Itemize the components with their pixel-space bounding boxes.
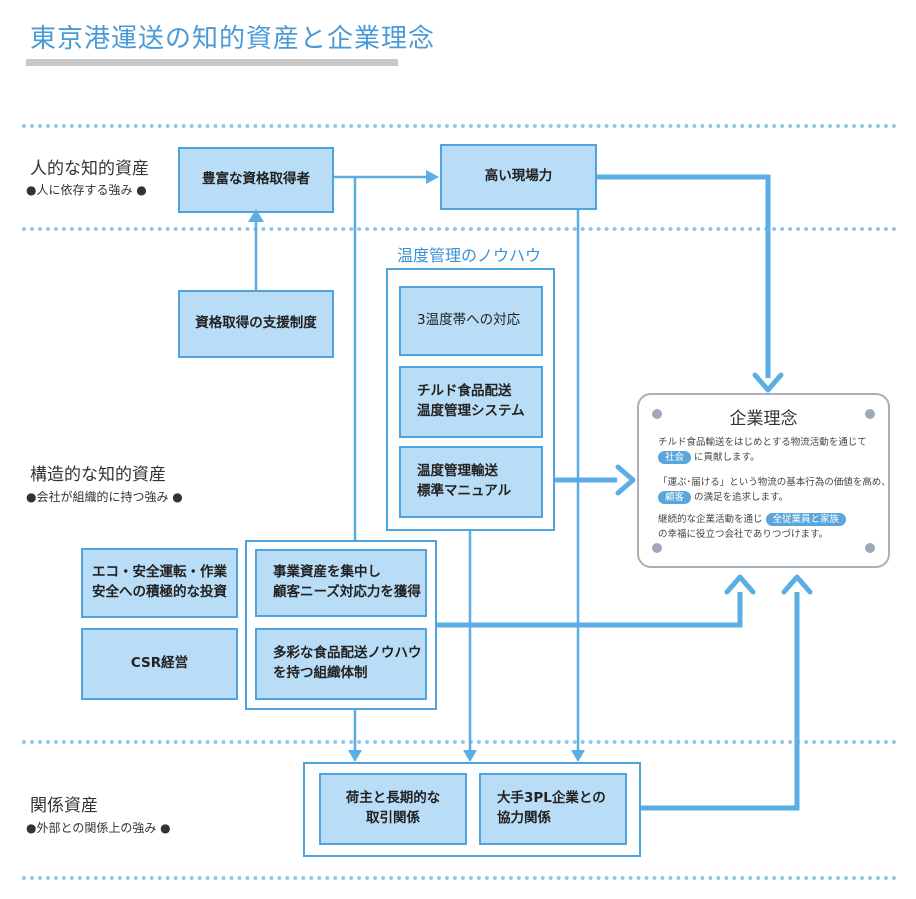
arrow-struct-to-philosophy <box>437 592 743 628</box>
philosophy-line: 「運ぶ･届ける」という物流の基本行為の価値を高め、 顧客 の満足を追求します。 <box>658 475 891 505</box>
pin-icon <box>865 409 875 419</box>
philosophy-title: 企業理念 <box>729 409 798 429</box>
arrowhead <box>426 170 439 184</box>
arrowhead <box>571 750 585 762</box>
box-label-line: 取引関係 <box>366 810 420 826</box>
section-subtitle-relational: ●外部との関係上の強み ● <box>26 821 171 835</box>
philosophy-text: 継続的な企業活動を通じ <box>658 514 763 525</box>
box-label-line: 顧客ニーズ対応力を獲得 <box>273 584 421 600</box>
section-title-structural: 構造的な知的資産 <box>30 465 166 485</box>
pin-icon <box>652 543 662 553</box>
arrowhead <box>348 750 362 762</box>
box-qualification-support: 資格取得の支援制度 <box>178 290 334 358</box>
box-label-line: 協力関係 <box>497 810 551 826</box>
box-label: CSR経営 <box>130 655 189 672</box>
box-label-line: を持つ組織体制 <box>273 665 368 681</box>
philosophy-text: の幸福に役立つ会社でありつづけます。 <box>658 529 829 540</box>
box-qualified-staff: 豊富な資格取得者 <box>178 147 334 213</box>
box-label-line: 大手3PL企業との <box>497 790 606 807</box>
philosophy-tag: 全従業員と家族 <box>765 513 847 526</box>
box-label-line: 事業資産を集中し <box>273 564 381 581</box>
dotted-divider <box>22 227 897 231</box>
arrowhead-thick <box>781 574 813 595</box>
box-organization: 多彩な食品配送ノウハウを持つ組織体制 <box>255 628 427 700</box>
philosophy-panel: 企業理念 チルド食品輸送をはじめとする物流活動を通じて 社会 に貢献します。 「… <box>637 393 891 568</box>
box-label: 3温度帯への対応 <box>417 312 521 329</box>
box-label-line: 荷主と長期的な <box>345 790 441 807</box>
arrowhead-thick <box>724 574 756 595</box>
page-title: 東京港運送の知的資産と企業理念 <box>30 24 436 54</box>
philosophy-text: チルド食品輸送をはじめとする物流活動を通じて <box>658 437 867 448</box>
philosophy-text: に貢献します。 <box>694 452 760 463</box>
box-label-line: チルド食品配送 <box>417 383 512 400</box>
pin-icon <box>865 543 875 553</box>
dotted-divider <box>22 740 897 744</box>
box-field-strength: 高い現場力 <box>440 144 597 210</box>
philosophy-line: 継続的な企業活動を通じ 全従業員と家族 の幸福に役立つ会社でありつづけます。 <box>658 512 847 542</box>
box-label-line: 温度管理輸送 <box>417 463 498 480</box>
box-label-line: 多彩な食品配送ノウハウ <box>273 645 422 662</box>
box-asset-concentration: 事業資産を集中し顧客ニーズ対応力を獲得 <box>255 549 427 617</box>
box-temp-zones: 3温度帯への対応 <box>399 286 543 356</box>
box-label-line: エコ・安全運転・作業 <box>92 564 227 581</box>
box-shipper-relations: 荷主と長期的な取引関係 <box>319 773 467 845</box>
box-label: 資格取得の支援制度 <box>195 315 317 332</box>
box-label: 高い現場力 <box>484 168 553 185</box>
pin-icon <box>652 409 662 419</box>
dotted-divider <box>22 876 897 880</box>
section-title-relational: 関係資産 <box>30 796 98 816</box>
section-subtitle-structural: ●会社が組織的に持つ強み ● <box>26 490 183 504</box>
box-eco-safety: エコ・安全運転・作業安全への積極的な投資 <box>81 548 238 618</box>
philosophy-text: 「運ぶ･届ける」という物流の基本行為の価値を高め、 <box>658 477 891 488</box>
philosophy-tag: 顧客 <box>658 491 692 504</box>
philosophy-tag: 社会 <box>658 451 692 464</box>
arrow-field-to-philosophy <box>597 174 771 378</box>
section-subtitle-human: ●人に依存する強み ● <box>26 183 147 197</box>
arrowhead <box>463 750 477 762</box>
temperature-group-title: 温度管理のノウハウ <box>397 246 542 265</box>
arrowhead-thick <box>615 464 636 496</box>
box-temp-manual: 温度管理輸送標準マニュアル <box>399 446 543 518</box>
title-underline <box>26 59 398 66</box>
box-label-line: 温度管理システム <box>417 403 525 419</box>
box-label: 豊富な資格取得者 <box>202 171 310 188</box>
philosophy-line: チルド食品輸送をはじめとする物流活動を通じて 社会 に貢献します。 <box>658 435 867 465</box>
box-label-line: 安全への積極的な投資 <box>92 584 227 600</box>
arrowhead <box>248 209 264 222</box>
dotted-divider <box>22 124 897 128</box>
box-csr: CSR経営 <box>81 628 238 700</box>
philosophy-text: の満足を追求します。 <box>694 492 789 503</box>
box-chilled-system: チルド食品配送温度管理システム <box>399 366 543 438</box>
arrowhead-thick <box>752 372 784 393</box>
box-3pl-partnership: 大手3PL企業との協力関係 <box>479 773 627 845</box>
arrow-relational-to-philosophy <box>641 592 800 811</box>
section-title-human: 人的な知的資産 <box>30 159 149 179</box>
box-label-line: 標準マニュアル <box>417 483 512 499</box>
